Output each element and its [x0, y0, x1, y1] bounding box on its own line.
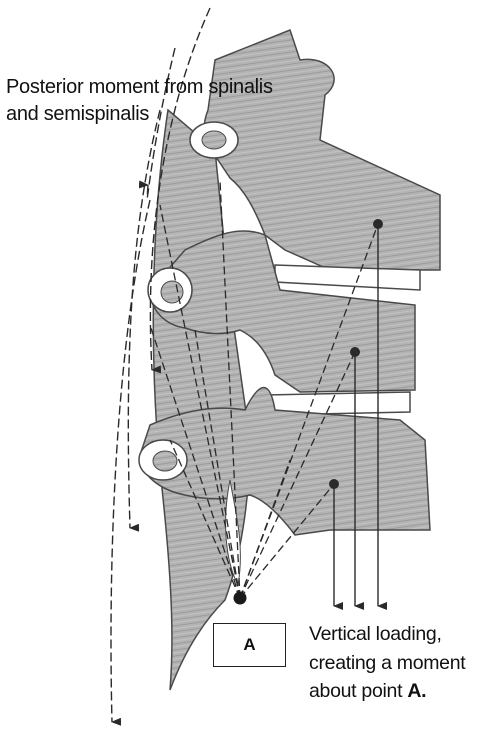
caption-top-line1: Posterior moment from spinalis: [6, 74, 273, 101]
point-a-label-text: A: [243, 635, 255, 655]
caption-bottom-line3: about point A.: [309, 677, 465, 706]
vertical-loading-caption: Vertical loading, creating a moment abou…: [309, 620, 465, 706]
spinous-process: [153, 110, 250, 690]
caption-bottom-point: A.: [407, 680, 426, 702]
point-a-label: A: [213, 623, 286, 667]
posterior-moment-caption: Posterior moment from spinalis and semis…: [6, 74, 273, 128]
pivot-point-a: [234, 592, 247, 605]
caption-top-line2: and semispinalis: [6, 101, 273, 128]
disc-upper: [275, 265, 420, 290]
load-point-lower: [329, 479, 339, 489]
load-point-middle: [350, 347, 360, 357]
load-point-upper: [373, 219, 383, 229]
caption-bottom-line1: Vertical loading,: [309, 620, 465, 649]
caption-bottom-line3-prefix: about point: [309, 680, 407, 702]
caption-bottom-line2: creating a moment: [309, 649, 465, 678]
